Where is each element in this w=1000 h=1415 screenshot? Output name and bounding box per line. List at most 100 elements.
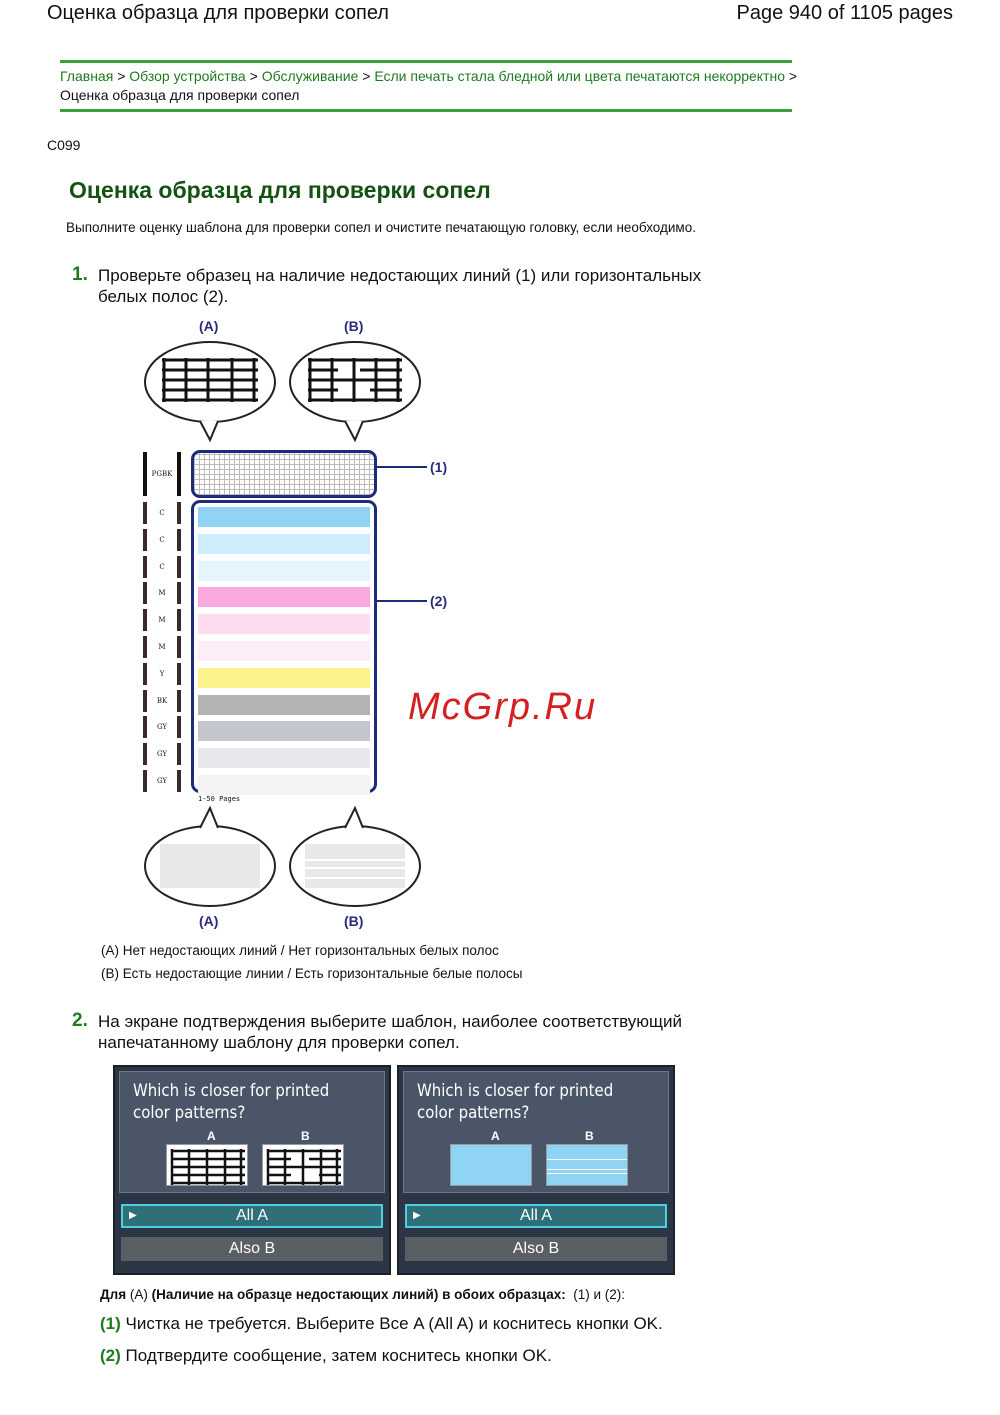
pattern-b-icon [262, 1144, 344, 1186]
page-counter: Page 940 of 1105 pages [736, 2, 953, 24]
row-code: C [159, 509, 165, 517]
row-code: BK [156, 696, 168, 705]
all-a-button[interactable]: ▶All A [121, 1204, 383, 1228]
breadcrumb-overview[interactable]: Обзор устройства [129, 68, 246, 84]
row-code: C [159, 562, 165, 571]
row-code: M [158, 643, 166, 651]
bubble-a-pattern-icon [144, 341, 276, 443]
tick [177, 582, 181, 605]
play-icon: ▶ [129, 1210, 137, 1221]
note: Для (A) (Наличие на образце недостающих … [100, 1287, 626, 1302]
divider [60, 109, 792, 112]
document-title: Оценка образца для проверки сопел [47, 2, 389, 24]
row-code: PGBK [151, 470, 173, 478]
intro: Выполните оценку шаблона для проверки со… [66, 220, 696, 235]
row-code: C [159, 535, 165, 544]
tick [143, 716, 147, 739]
color-band [198, 775, 370, 795]
color-band [198, 533, 370, 554]
color-band [198, 721, 370, 742]
breadcrumb-faint[interactable]: Если печать стала бледной или цвета печа… [374, 68, 786, 84]
also-b-button[interactable]: Also B [405, 1237, 667, 1261]
tick [143, 743, 147, 766]
row-code: Y [159, 669, 165, 678]
step-number: 1. [72, 264, 88, 285]
play-icon: ▶ [413, 1210, 421, 1221]
color-band [198, 587, 370, 608]
step-text: На экране подтверждения выберите шаблон,… [98, 1012, 683, 1052]
row-code: GY [156, 750, 168, 759]
color-pattern-box [191, 500, 377, 795]
pages-label: 1-50 Pages [198, 795, 241, 803]
breadcrumb: Главная > Обзор устройства > Обслуживани… [60, 67, 800, 105]
row-code: M [158, 589, 166, 598]
nozzle-bubbles-bottom [144, 806, 421, 907]
page-title: Оценка образца для проверки сопел [69, 177, 491, 203]
tick [177, 716, 181, 739]
bubble-a-color-icon [144, 806, 276, 907]
tick [177, 770, 181, 792]
tick [143, 662, 147, 685]
tick [177, 555, 181, 578]
color-band [198, 748, 370, 769]
code: C099 [47, 137, 81, 153]
pattern-a-icon [166, 1144, 248, 1186]
nozzle-bubbles-top [144, 341, 421, 443]
tick [143, 502, 147, 524]
tick [143, 452, 147, 496]
tick [143, 528, 147, 551]
pattern-b-color [546, 1144, 628, 1186]
color-band [198, 667, 370, 688]
divider [60, 60, 792, 63]
pattern-label-b: B [301, 1129, 310, 1143]
legend-b: (B) Есть недостающие линии / Есть горизо… [101, 966, 523, 981]
tick [143, 636, 147, 658]
row-code: M [158, 616, 166, 625]
label-b: (B) [344, 913, 364, 929]
color-band [198, 641, 370, 661]
label-a: (A) [199, 913, 219, 929]
bubble-b-pattern-icon [289, 341, 421, 443]
breadcrumb-maintenance[interactable]: Обслуживание [261, 68, 359, 84]
breadcrumb-home[interactable]: Главная [60, 68, 114, 84]
tick [177, 452, 181, 496]
callout-2: (2) [430, 593, 448, 609]
tick [143, 770, 147, 792]
pattern-a-color [450, 1144, 532, 1186]
step-text: Проверьте образец на наличие недостающих… [98, 266, 702, 306]
tick [143, 689, 147, 712]
pgbk-pattern [191, 450, 377, 498]
label-b: (B) [344, 318, 364, 334]
color-band [198, 507, 370, 527]
tick [177, 636, 181, 658]
tick [177, 743, 181, 766]
callout-1: (1) [430, 459, 448, 475]
row-code: GY [156, 723, 168, 732]
color-band [198, 614, 370, 635]
color-band [198, 560, 370, 581]
row-code: GY [156, 777, 168, 785]
sep: > [249, 68, 258, 84]
callout-line [377, 466, 427, 468]
also-b-button[interactable]: Also B [121, 1237, 383, 1261]
label-a: (A) [199, 318, 219, 334]
tick [177, 502, 181, 524]
result-item: (1) Чистка не требуется. Выберите Все A … [100, 1314, 663, 1333]
legend-a: (A) Нет недостающих линий / Нет горизонт… [101, 943, 499, 958]
tick [177, 662, 181, 685]
pattern-label-b: B [585, 1129, 594, 1143]
all-a-button[interactable]: ▶All A [405, 1204, 667, 1228]
result-item: (2) Подтвердите сообщение, затем косните… [100, 1346, 552, 1365]
sep: > [362, 68, 371, 84]
color-band [198, 694, 370, 715]
watermark: McGrp.Ru [408, 686, 598, 728]
tick [143, 609, 147, 632]
tick [177, 528, 181, 551]
breadcrumb-current: Оценка образца для проверки сопел [60, 87, 300, 103]
step-number: 2. [72, 1010, 88, 1031]
callout-line [377, 600, 427, 602]
bubble-b-color-icon [289, 806, 421, 907]
